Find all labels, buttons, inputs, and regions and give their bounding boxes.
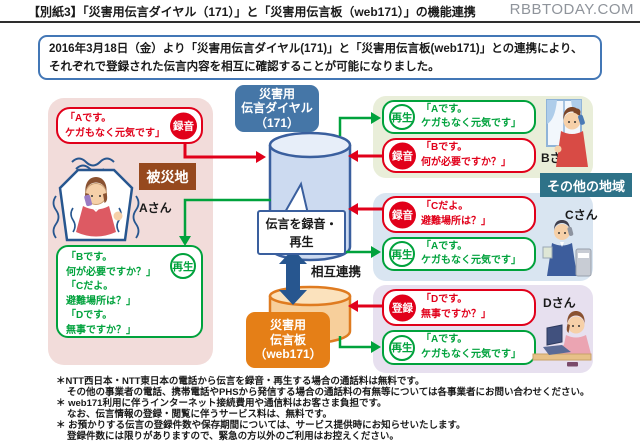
footnote-line: その他の事業者の電話、携帯電話やPHSから発信する場合の通話料の有無等については… bbox=[67, 386, 590, 398]
record-badge: 録音 bbox=[389, 142, 416, 169]
message-text: 「Aです。 ケガもなく元気です」 bbox=[65, 113, 165, 139]
message-box-record-b: 録音 「Bです。 何が必要ですか？」 bbox=[382, 138, 536, 173]
message-text: 「Aです。 ケガもなく元気です」 bbox=[421, 240, 521, 267]
play-badge: 再生 bbox=[170, 253, 196, 279]
message-text: 「Dです。 無事ですか？」 bbox=[421, 294, 491, 320]
play-badge: 再生 bbox=[389, 104, 415, 130]
record-badge: 録音 bbox=[389, 201, 416, 228]
footnote-line: ＊NTT西日本・NTT東日本の電話から伝言を録音・再生する場合の通話料は無料です… bbox=[56, 376, 425, 387]
message-box-play-left: 「Bです。 何が必要ですか？」 「Cだよ。 避難場所は？」 「Dです。 無事です… bbox=[56, 245, 203, 338]
person-a-house-illustration bbox=[52, 157, 140, 242]
other-area-label: その他の地域 bbox=[540, 173, 632, 197]
record-badge: 録音 bbox=[170, 112, 197, 139]
register-badge: 登録 bbox=[389, 294, 416, 321]
message-box-record-a: 「Aです。 ケガもなく元気です」 録音 bbox=[56, 107, 203, 144]
message-text: 「Aです。 ケガもなく元気です」 bbox=[421, 334, 521, 360]
play-message: 「Dです。 無事ですか？」 bbox=[66, 310, 136, 336]
message-text: 「Aです。 ケガもなく元気です」 bbox=[421, 103, 521, 130]
header-divider bbox=[0, 21, 640, 23]
play-message: 「Cだよ。 避難場所は？」 bbox=[66, 281, 136, 307]
message-box-register-d: 登録 「Dです。 無事ですか？」 bbox=[382, 289, 536, 326]
footnote-line: 登録件数には限りがありますので、緊急の方以外のご利用はお控えください。 bbox=[67, 430, 399, 442]
person-c-label: Cさん bbox=[565, 208, 598, 222]
message-box-play-c: 再生 「Aです。 ケガもなく元気です」 bbox=[382, 237, 536, 271]
disaster-area-label: 被災地 bbox=[139, 163, 196, 190]
board-service-label: 災害用 伝言板 （web171） bbox=[246, 312, 330, 368]
person-d-illustration bbox=[532, 311, 592, 367]
dial-database-cylinder-top bbox=[268, 131, 352, 159]
speech-bubble-tail bbox=[282, 181, 310, 215]
person-d-label: Dさん bbox=[543, 296, 576, 310]
page-title: 【別紙3】「災害用伝言ダイヤル（171）」と「災害用伝言板（web171）」の機… bbox=[28, 5, 476, 19]
person-c-illustration bbox=[542, 220, 592, 277]
message-box-play-b: 再生 「Aです。 ケガもなく元気です」 bbox=[382, 100, 536, 134]
mutual-link-label: 相互連携 bbox=[311, 265, 362, 279]
play-badge: 再生 bbox=[389, 241, 415, 267]
message-box-record-c: 録音 「Cだよ。 避難場所は？」 bbox=[382, 196, 536, 233]
message-text: 「Cだよ。 避難場所は？」 bbox=[421, 201, 491, 227]
footnote-line: なお、伝言情報の登録・閲覧に伴うサービス料は、無料です。 bbox=[67, 408, 333, 420]
play-message: 「Bです。 何が必要ですか？」 bbox=[66, 252, 156, 278]
footnote-line: ＊ web171利用に伴うインターネット接続費用や通信料はお客さま負担です。 bbox=[56, 397, 387, 409]
board-database-cylinder-top bbox=[268, 285, 352, 307]
footnote-line: ＊ お預かりする伝言の登録件数や保存期間については、サービス提供時にお知らせいた… bbox=[56, 419, 466, 431]
message-text: 「Bです。 何が必要ですか？」 bbox=[421, 142, 511, 168]
mutual-link-arrow bbox=[279, 249, 307, 305]
play-badge: 再生 bbox=[389, 334, 415, 361]
bubble-label: 伝言を録音・ 再生 bbox=[265, 216, 338, 249]
dial-service-label: 災害用 伝言ダイヤル （171） bbox=[235, 85, 319, 132]
footnotes: ＊NTT西日本・NTT東日本の電話から伝言を録音・再生する場合の通話料は無料です… bbox=[56, 376, 626, 443]
intro-box: 2016年3月18日（金）より「災害用伝言ダイヤル(171)」と「災害用伝言板(… bbox=[38, 35, 602, 80]
person-b-illustration bbox=[546, 99, 588, 167]
person-a-label: Aさん bbox=[139, 201, 172, 215]
site-logo: RBBTODAY.COM bbox=[509, 1, 634, 18]
message-box-play-d: 再生 「Aです。 ケガもなく元気です」 bbox=[382, 330, 536, 365]
